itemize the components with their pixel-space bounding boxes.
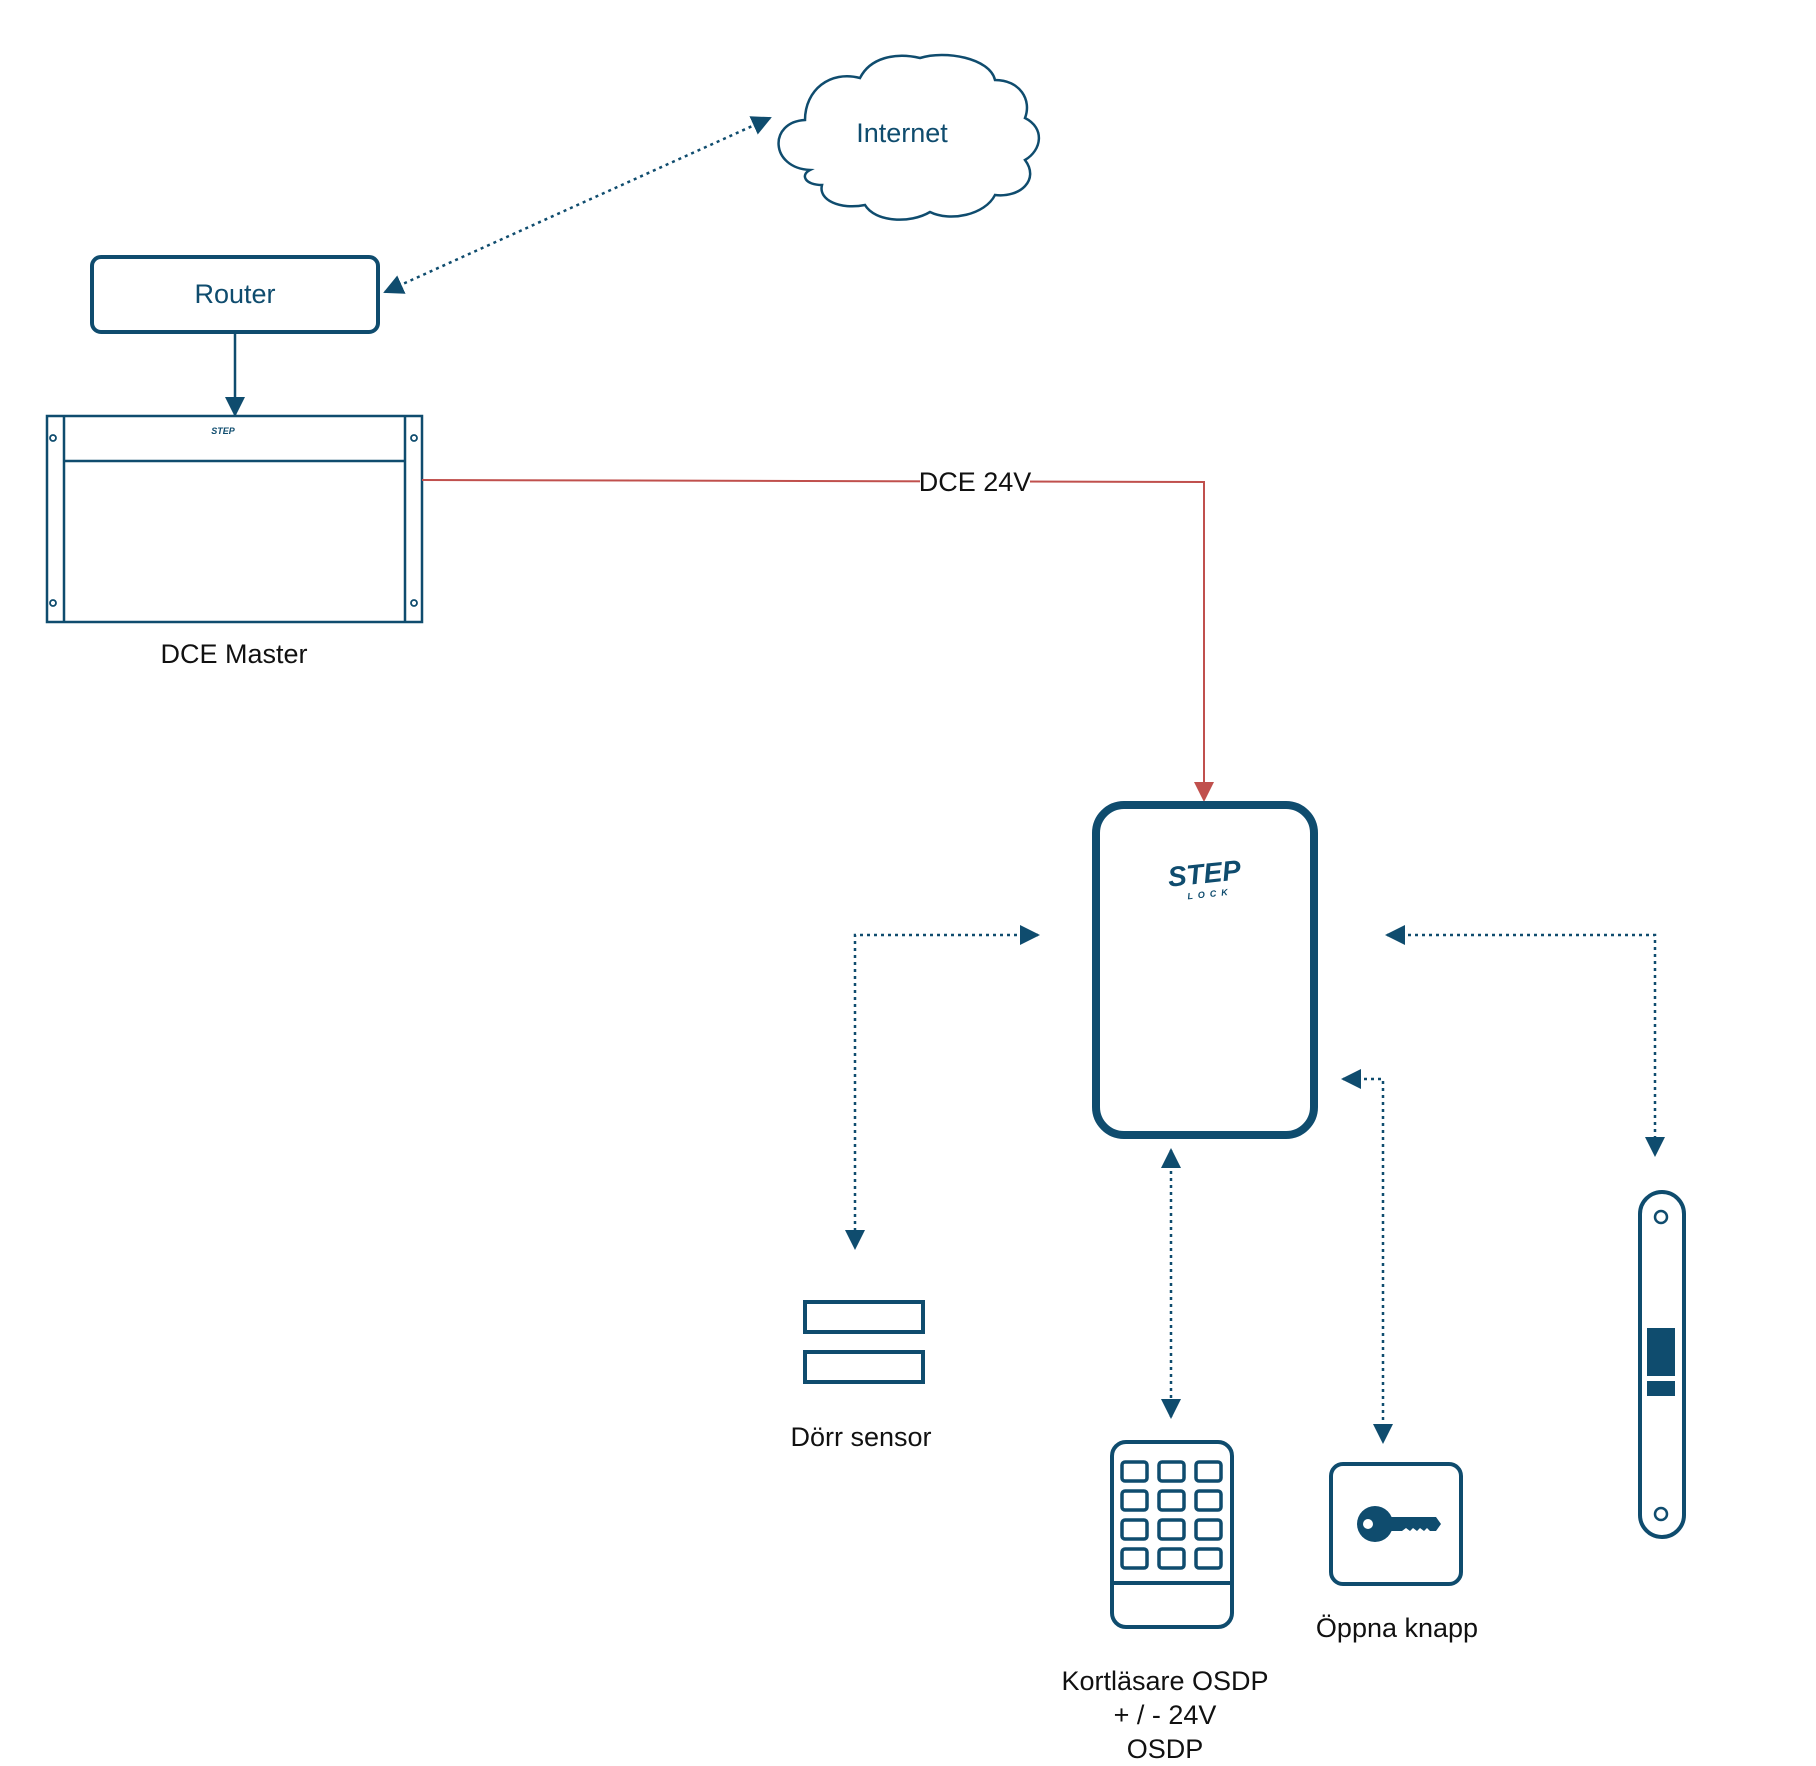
controller-open-button-link [1341,1069,1393,1444]
internet-router-link [383,116,772,294]
rack-logo: STEP [211,426,236,436]
rack-cabinet-icon: STEP [45,414,424,624]
dce-master-node: STEP DCE Master [45,414,424,669]
router-label: Router [194,279,275,309]
door-sensor-label: Dörr sensor [790,1422,931,1452]
controller-lock-link [1385,925,1665,1157]
internet-label: Internet [856,118,948,148]
internet-node: Internet [777,53,1041,221]
router-node: Router [90,255,380,334]
card-reader-label-line-2: + / - 24V [1114,1700,1217,1730]
card-reader-node: Kortläsare OSDP + / - 24V OSDP [1061,1440,1269,1764]
logo-main: STEP [1166,854,1242,893]
logo-sub: LOCK [1187,887,1233,902]
door-sensor-node: Dörr sensor [790,1300,932,1452]
keypad-icon [1110,1440,1234,1629]
dce-master-label: DCE Master [160,639,307,669]
controller-door-sensor-link [845,925,1040,1250]
power-line-label: DCE 24V [919,467,1032,497]
door-lock-node [1638,1190,1686,1539]
card-reader-label-line-3: OSDP [1127,1734,1204,1764]
open-button-node: Öppna knapp [1316,1462,1478,1643]
cloud-icon [777,53,1041,221]
card-reader-label-line-1: Kortläsare OSDP [1061,1666,1268,1696]
key-icon [1357,1506,1441,1542]
controller-box [1092,801,1318,1139]
door-sensor-icon [803,1300,925,1384]
power-connection: DCE 24V [421,465,1214,802]
router-box [90,255,380,334]
power-line [421,479,1214,802]
lock-strike-icon [1638,1190,1686,1539]
controller-node: STEP LOCK [1092,801,1318,1139]
open-button-label: Öppna knapp [1316,1613,1478,1643]
step-lock-logo: STEP LOCK [1166,854,1242,901]
